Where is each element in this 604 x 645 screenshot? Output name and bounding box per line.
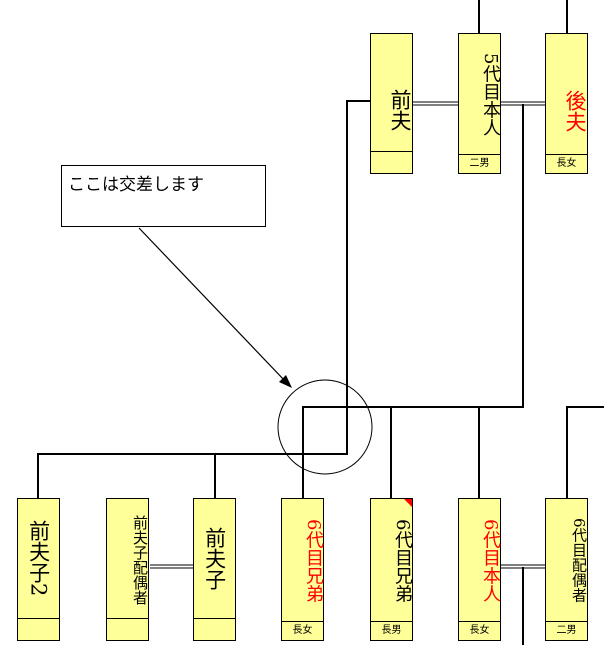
comment-marker: [404, 499, 412, 507]
card-name: 6代目配偶者: [570, 518, 588, 603]
card-name: 前夫子2: [26, 520, 51, 597]
card-relation: [18, 618, 59, 640]
card-child-spouse[interactable]: 前夫子配偶者: [106, 498, 149, 641]
second-marriage-descent: [302, 104, 524, 498]
card-name: 6代目兄弟: [303, 518, 324, 603]
card-relation: 長女: [546, 154, 587, 173]
card-name: 5代目本人: [480, 52, 501, 137]
card-name: 6代目兄弟: [392, 518, 413, 603]
card-relation: 長女: [282, 621, 323, 640]
callout-arrowhead: [279, 375, 292, 388]
card-5th-gen-self[interactable]: 5代目本人 二男: [458, 33, 501, 174]
card-6th-gen-sibling-female[interactable]: 6代目兄弟 長女: [281, 498, 324, 641]
card-relation: [107, 618, 148, 640]
card-name: 後夫: [563, 89, 587, 132]
crossing-note-callout: ここは交差します: [61, 165, 266, 227]
card-6th-gen-self[interactable]: 6代目本人 長女: [458, 498, 501, 641]
card-name: 前夫子配偶者: [131, 514, 149, 605]
card-relation: 長男: [371, 621, 412, 640]
card-relation: [371, 151, 412, 173]
card-first-husband[interactable]: 前夫: [370, 33, 413, 174]
card-relation: 二男: [546, 621, 587, 640]
card-relation: [194, 618, 235, 640]
card-6th-gen-spouse[interactable]: 6代目配偶者 二男: [545, 498, 588, 641]
card-relation: 長女: [459, 621, 500, 640]
callout-arrow-line: [138, 227, 287, 383]
card-first-husband-child[interactable]: 前夫子: [193, 498, 236, 641]
callout-text: ここは交差します: [68, 175, 204, 195]
card-name: 6代目本人: [480, 518, 501, 603]
card-6th-gen-sibling-male[interactable]: 6代目兄弟 長男: [370, 498, 413, 641]
card-first-husband-child-2[interactable]: 前夫子2: [17, 498, 60, 641]
card-name: 前夫子: [202, 527, 227, 590]
card-second-husband[interactable]: 後夫 長女: [545, 33, 588, 174]
first-husband-descent: [37, 100, 370, 498]
card-name: 前夫: [388, 88, 412, 131]
card-relation: 二男: [459, 154, 500, 173]
right-descent-line: [566, 406, 604, 498]
crossing-circle: [277, 379, 373, 475]
